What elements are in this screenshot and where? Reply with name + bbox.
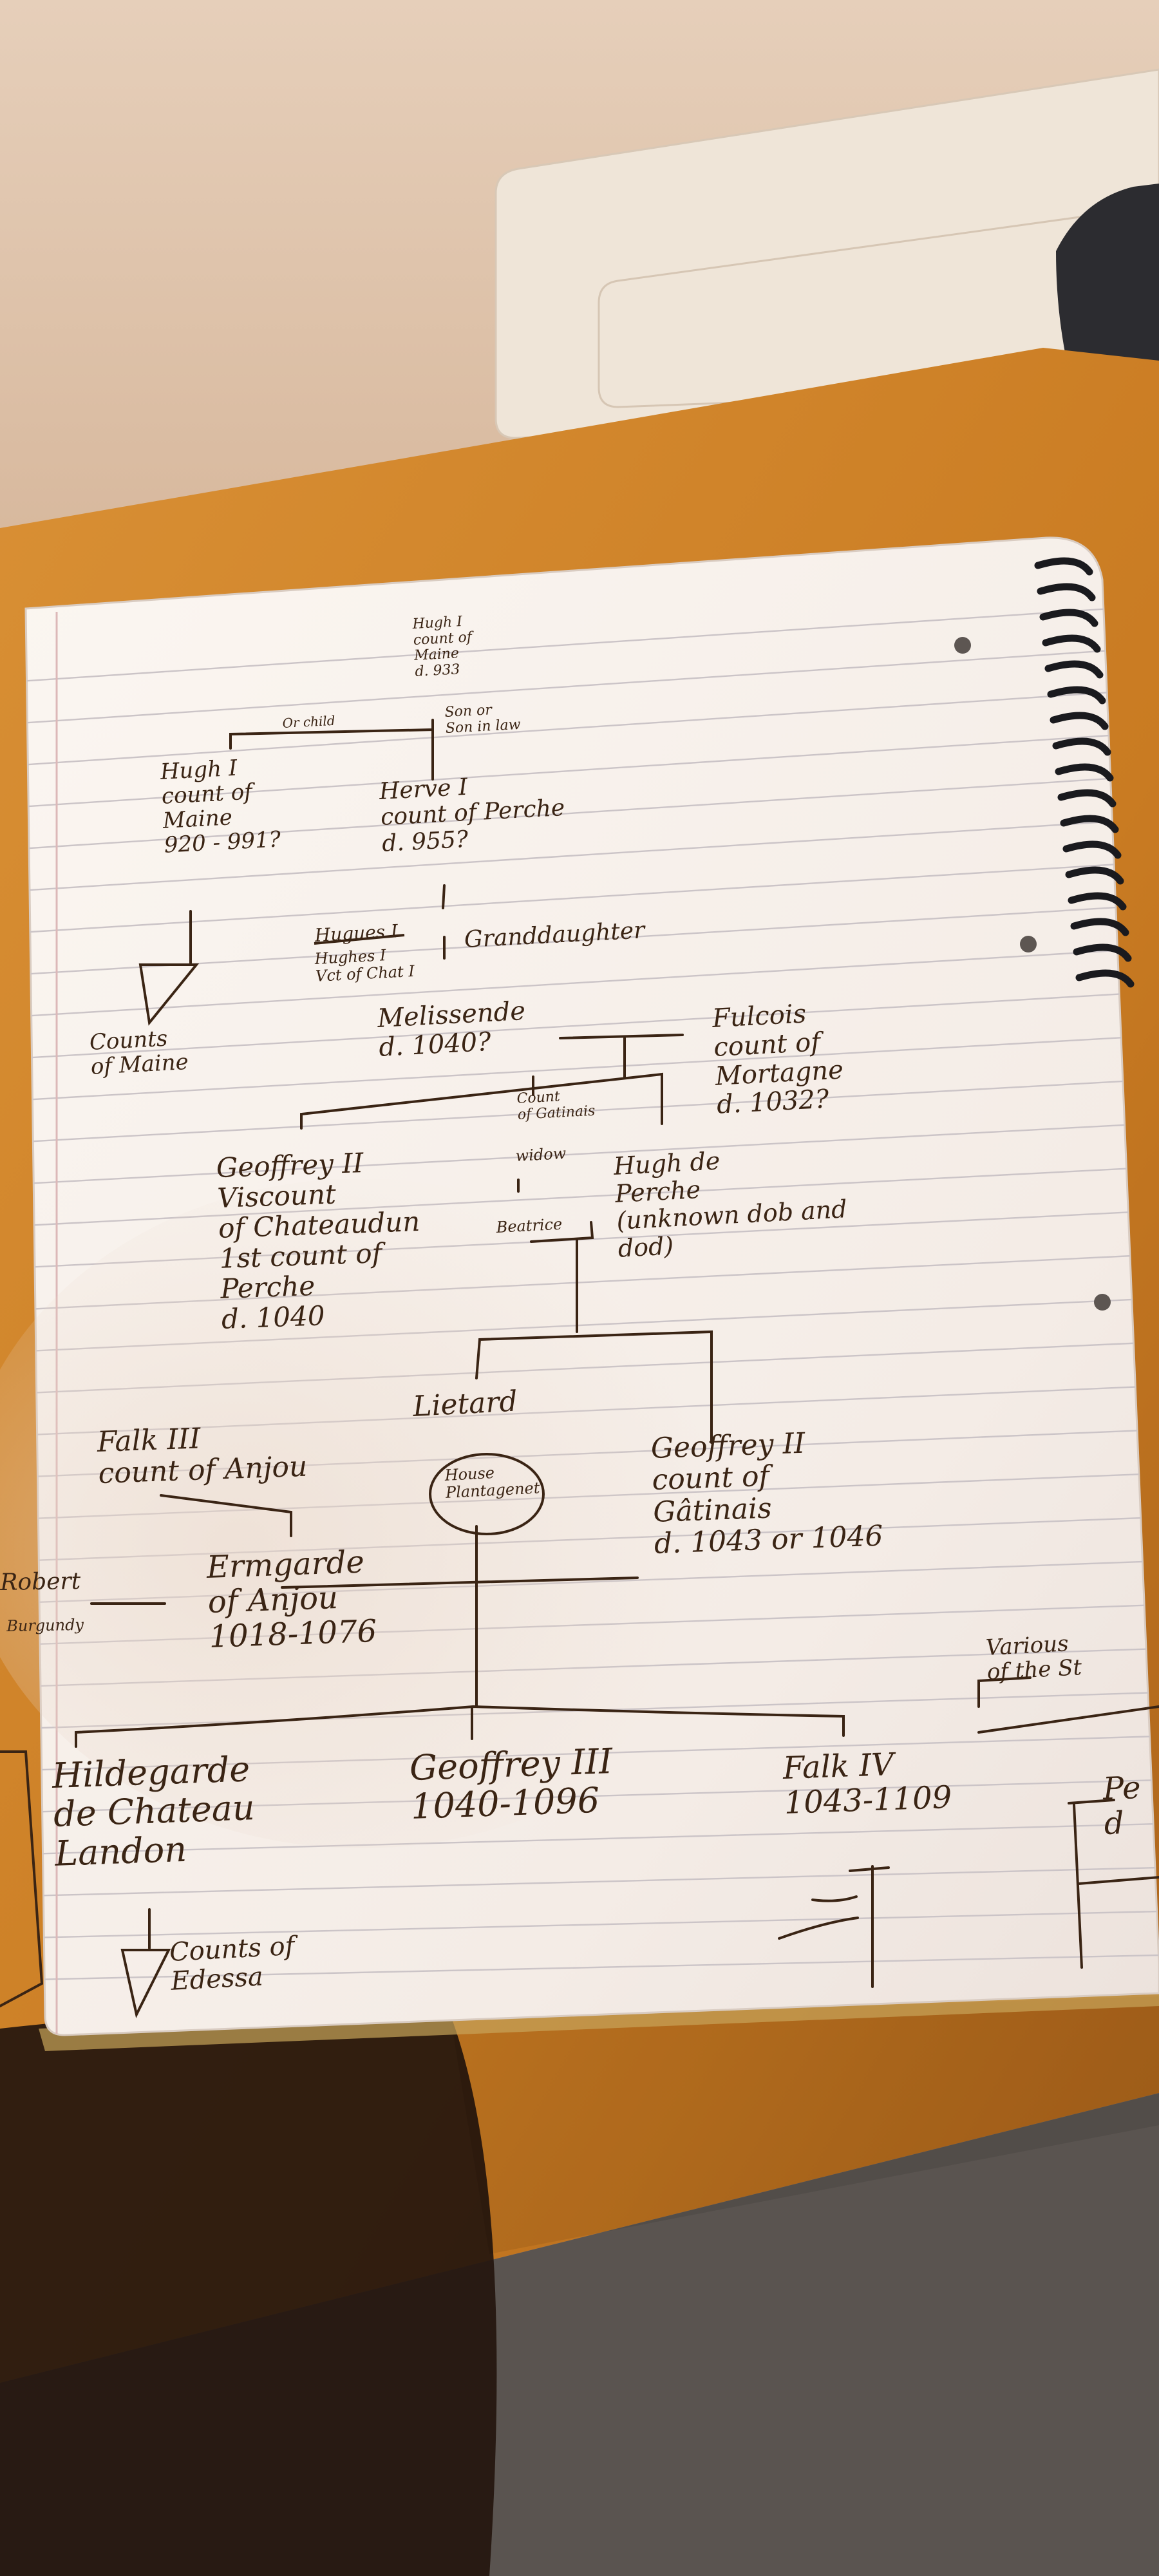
punch-holes: [954, 637, 1111, 1311]
house-plantagenet: House Plantagenet: [444, 1463, 541, 1502]
spiral-binding: [1034, 557, 1135, 988]
geoffrey-iii: Geoffrey III 1040-1096: [408, 1740, 614, 1828]
hand-shadow-bottom: [0, 2011, 497, 2576]
hugh-i-top: Hugh I count of Maine d. 933: [411, 613, 473, 680]
counts-of-edessa: Counts of Edessa: [168, 1931, 296, 1996]
wall-outlet-plate: [495, 68, 1159, 439]
robert-partial: Robert: [0, 1567, 81, 1596]
various-partial: Various of the St: [985, 1631, 1083, 1685]
hand-shadow: [0, 1179, 760, 1848]
beatrice: Beatrice: [495, 1215, 563, 1236]
tree-connectors: [0, 719, 1159, 2018]
plantagenet-circle: [429, 1453, 545, 1535]
melissende: Melissende d. 1040?: [376, 996, 527, 1063]
branch-or-child: Or child: [281, 712, 336, 731]
geoffrey-ii-gatinais: Geoffrey II count of Gâtinais d. 1043 or…: [650, 1426, 884, 1560]
hildegarde: Hildegarde de Chateau Landon: [51, 1748, 256, 1874]
hugh-i-count-of-maine: Hugh I count of Maine 920 - 991?: [159, 755, 281, 859]
ermgarde-of-anjou: Ermgarde of Anjou 1018-1076: [205, 1544, 378, 1655]
hughes-viscount: Hughes I Vct of Chat I: [314, 946, 415, 985]
falk-iii: Falk III count of Anjou: [96, 1422, 308, 1491]
partial-right-entry: Pe d: [1102, 1769, 1142, 1842]
branch-son-or-son-in-law: Son or Son in law: [444, 702, 522, 737]
hugues-crossed: Hugues I: [314, 920, 399, 946]
falk-iv: Falk IV 1043-1109: [782, 1746, 953, 1821]
burgundy-partial: Burgundy: [6, 1615, 84, 1635]
strike-through: [314, 934, 405, 945]
counts-of-maine: Counts of Maine: [88, 1025, 189, 1080]
geoffrey-ii-viscount: Geoffrey II Viscount of Chateaudun 1st c…: [215, 1147, 420, 1335]
herve-i: Herve I count of Perche d. 955?: [378, 773, 566, 857]
count-of-gatinais: Count of Gatinais: [516, 1088, 596, 1123]
widow: widow: [514, 1144, 567, 1165]
lietard: Lietard: [411, 1385, 518, 1423]
fulcois: Fulcois count of Mortagne d. 1032?: [711, 999, 844, 1121]
hugh-de-perche: Hugh de Perche (unknown dob and dod): [612, 1146, 848, 1263]
